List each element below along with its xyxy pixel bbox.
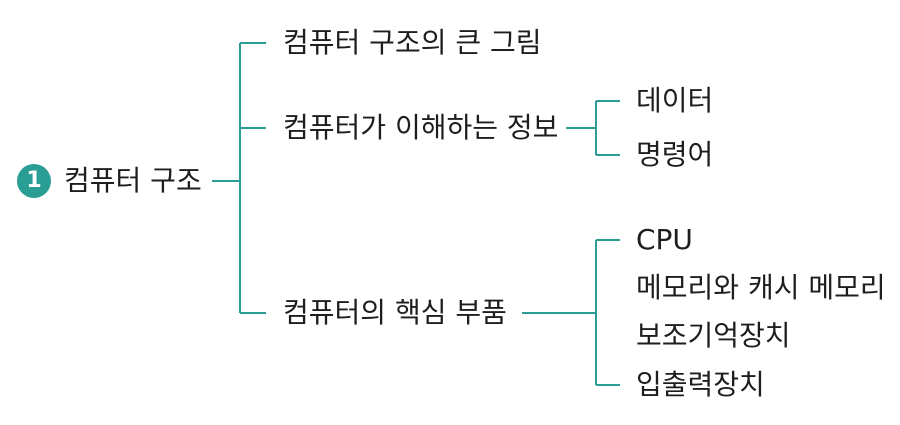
branch-overview: 컴퓨터 구조의 큰 그림 — [283, 26, 542, 59]
section-number-badge: 1 — [17, 164, 51, 198]
leaf-cpu: CPU — [636, 223, 693, 256]
leaf-data: 데이터 — [636, 84, 714, 117]
leaf-instruction: 명령어 — [636, 138, 714, 171]
leaf-io-devices: 입출력장치 — [636, 368, 765, 401]
leaf-secondary-storage: 보조기억장치 — [636, 319, 791, 352]
root-label: 컴퓨터 구조 — [64, 164, 202, 197]
branch-core-parts: 컴퓨터의 핵심 부품 — [283, 296, 507, 329]
leaf-memory-cache: 메모리와 캐시 메모리 — [636, 271, 886, 304]
branch-information: 컴퓨터가 이해하는 정보 — [283, 111, 559, 144]
